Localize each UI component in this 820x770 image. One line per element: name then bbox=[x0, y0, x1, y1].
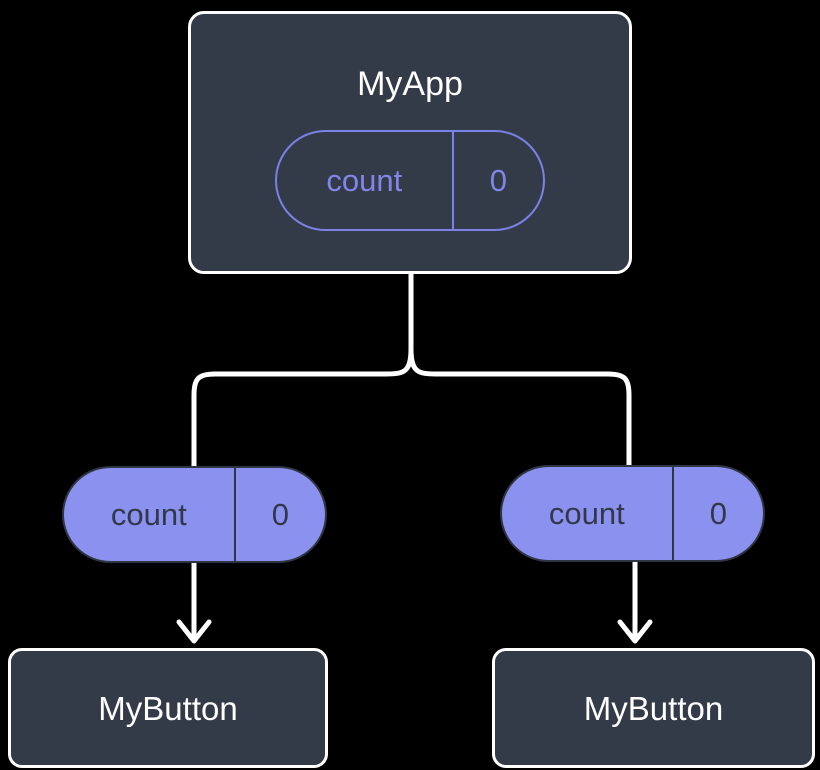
state-pill-myapp-count[interactable]: count 0 bbox=[275, 130, 545, 231]
prop-pill-left-count[interactable]: count 0 bbox=[62, 466, 327, 563]
component-label-myapp: MyApp bbox=[357, 65, 463, 103]
state-pill-key: count bbox=[326, 163, 403, 198]
prop-pill-key: count bbox=[110, 497, 187, 532]
prop-pill-value: 0 bbox=[671, 467, 763, 560]
prop-pill-right-count[interactable]: count 0 bbox=[500, 465, 765, 562]
component-node-mybutton-left[interactable]: MyButton bbox=[8, 648, 328, 768]
prop-pill-value: 0 bbox=[233, 468, 325, 561]
prop-pill-key: count bbox=[548, 496, 625, 531]
branch-connector-right bbox=[408, 346, 632, 468]
component-label-mybutton-right: MyButton bbox=[583, 689, 724, 727]
state-pill-value: 0 bbox=[451, 132, 543, 229]
component-label-mybutton-left: MyButton bbox=[98, 689, 238, 727]
prop-arrow-left-head bbox=[176, 619, 212, 644]
branch-connector-left bbox=[191, 346, 414, 469]
component-node-mybutton-right[interactable]: MyButton bbox=[492, 648, 815, 768]
prop-arrow-right-head bbox=[617, 619, 653, 644]
